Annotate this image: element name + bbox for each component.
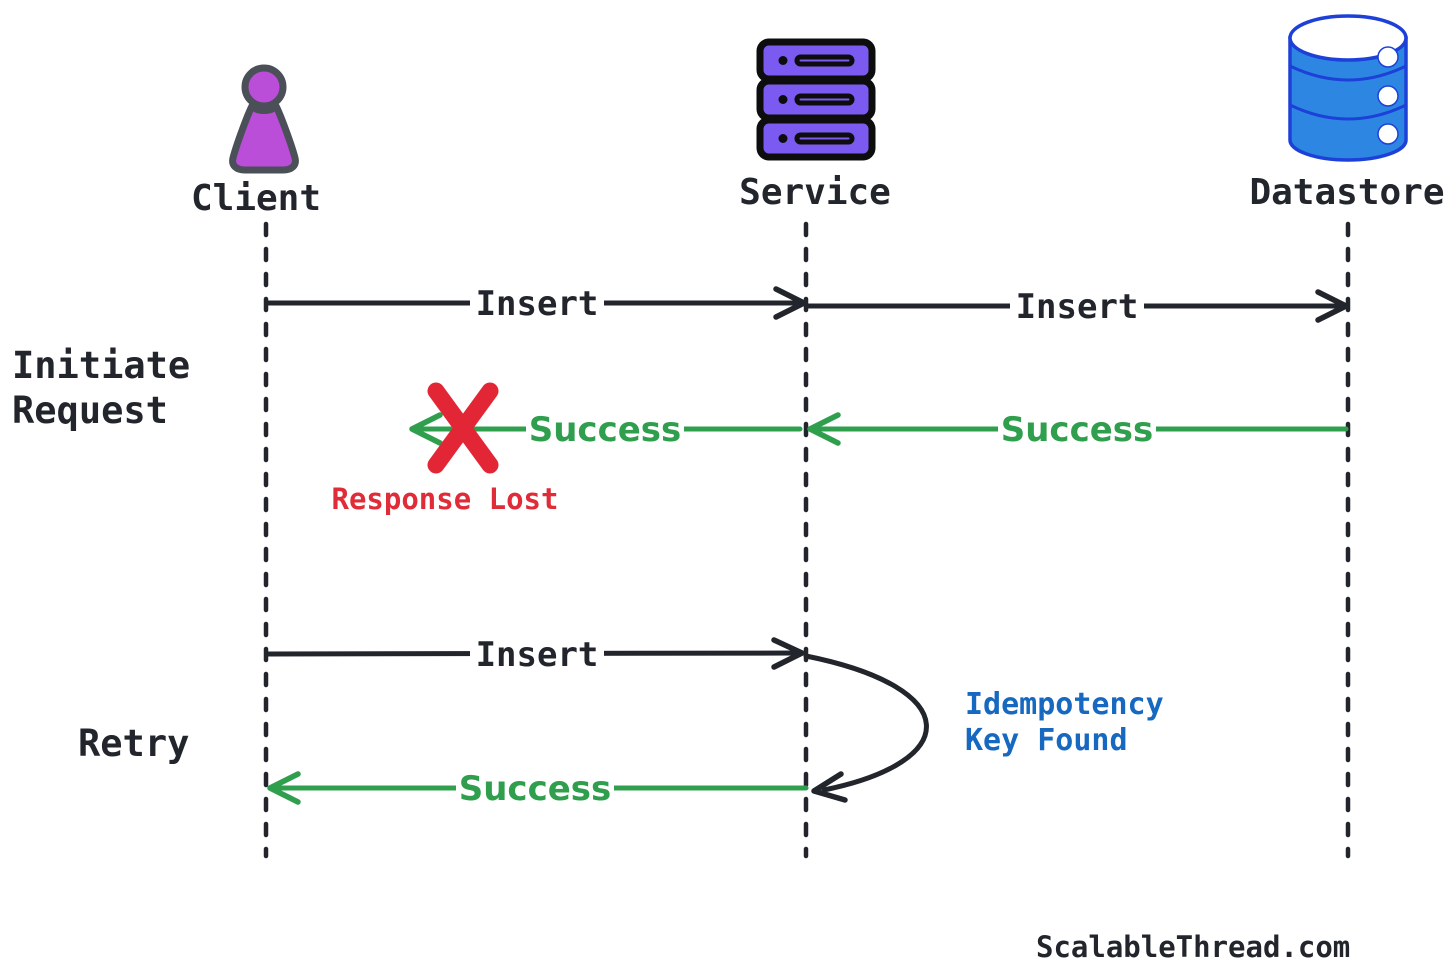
message-insert-service-datastore: Insert [805, 287, 1349, 327]
arrowhead-right-icon [1315, 289, 1349, 323]
message-success-datastore-service: Success [807, 410, 1349, 450]
server-icon [756, 38, 876, 161]
actor-service: Service [739, 38, 891, 859]
arrowhead-right-icon [773, 286, 807, 320]
actor-label-client: Client [191, 178, 321, 219]
message-label: Insert [476, 284, 599, 324]
database-icon [1288, 14, 1408, 162]
phase-initiate-line2: Request [12, 389, 168, 432]
idempotency-note-line2: Key Found [965, 723, 1128, 758]
idempotency-note: Idempotency Key Found [965, 687, 1164, 758]
message-label: Insert [476, 635, 599, 675]
watermark: ScalableThread.com [1036, 930, 1350, 964]
idempotency-note-line1: Idempotency [965, 687, 1164, 722]
arrowhead-left-icon [267, 771, 301, 805]
phase-label-retry: Retry [78, 722, 189, 765]
message-label: Success [529, 410, 682, 450]
arrowhead-left-icon [409, 412, 443, 446]
phase-retry-line1: Retry [78, 722, 189, 765]
message-success-service-client-lost: Success Response Lost [332, 382, 803, 516]
message-label: Success [459, 769, 612, 809]
actor-datastore: Datastore [1249, 14, 1445, 859]
arrowhead-loop-icon [811, 771, 848, 803]
response-lost-note: Response Lost [332, 482, 559, 516]
actor-client: Client [191, 64, 321, 859]
phase-label-initiate-request: Initiate Request [12, 344, 190, 432]
arrowhead-left-icon [807, 412, 841, 446]
message-label: Insert [1016, 287, 1139, 327]
message-success-retry: Success [267, 769, 809, 809]
arrowhead-right-icon [771, 637, 805, 670]
message-label: Success [1001, 410, 1154, 450]
message-insert-retry: Insert [265, 635, 805, 675]
message-insert-client-service: Insert [265, 284, 807, 324]
idempotency-loop-arrow [803, 653, 929, 803]
failure-x-icon [427, 382, 499, 474]
person-icon [229, 64, 299, 174]
actor-label-datastore: Datastore [1249, 172, 1444, 213]
actor-label-service: Service [739, 172, 891, 213]
phase-initiate-line1: Initiate [12, 344, 190, 387]
